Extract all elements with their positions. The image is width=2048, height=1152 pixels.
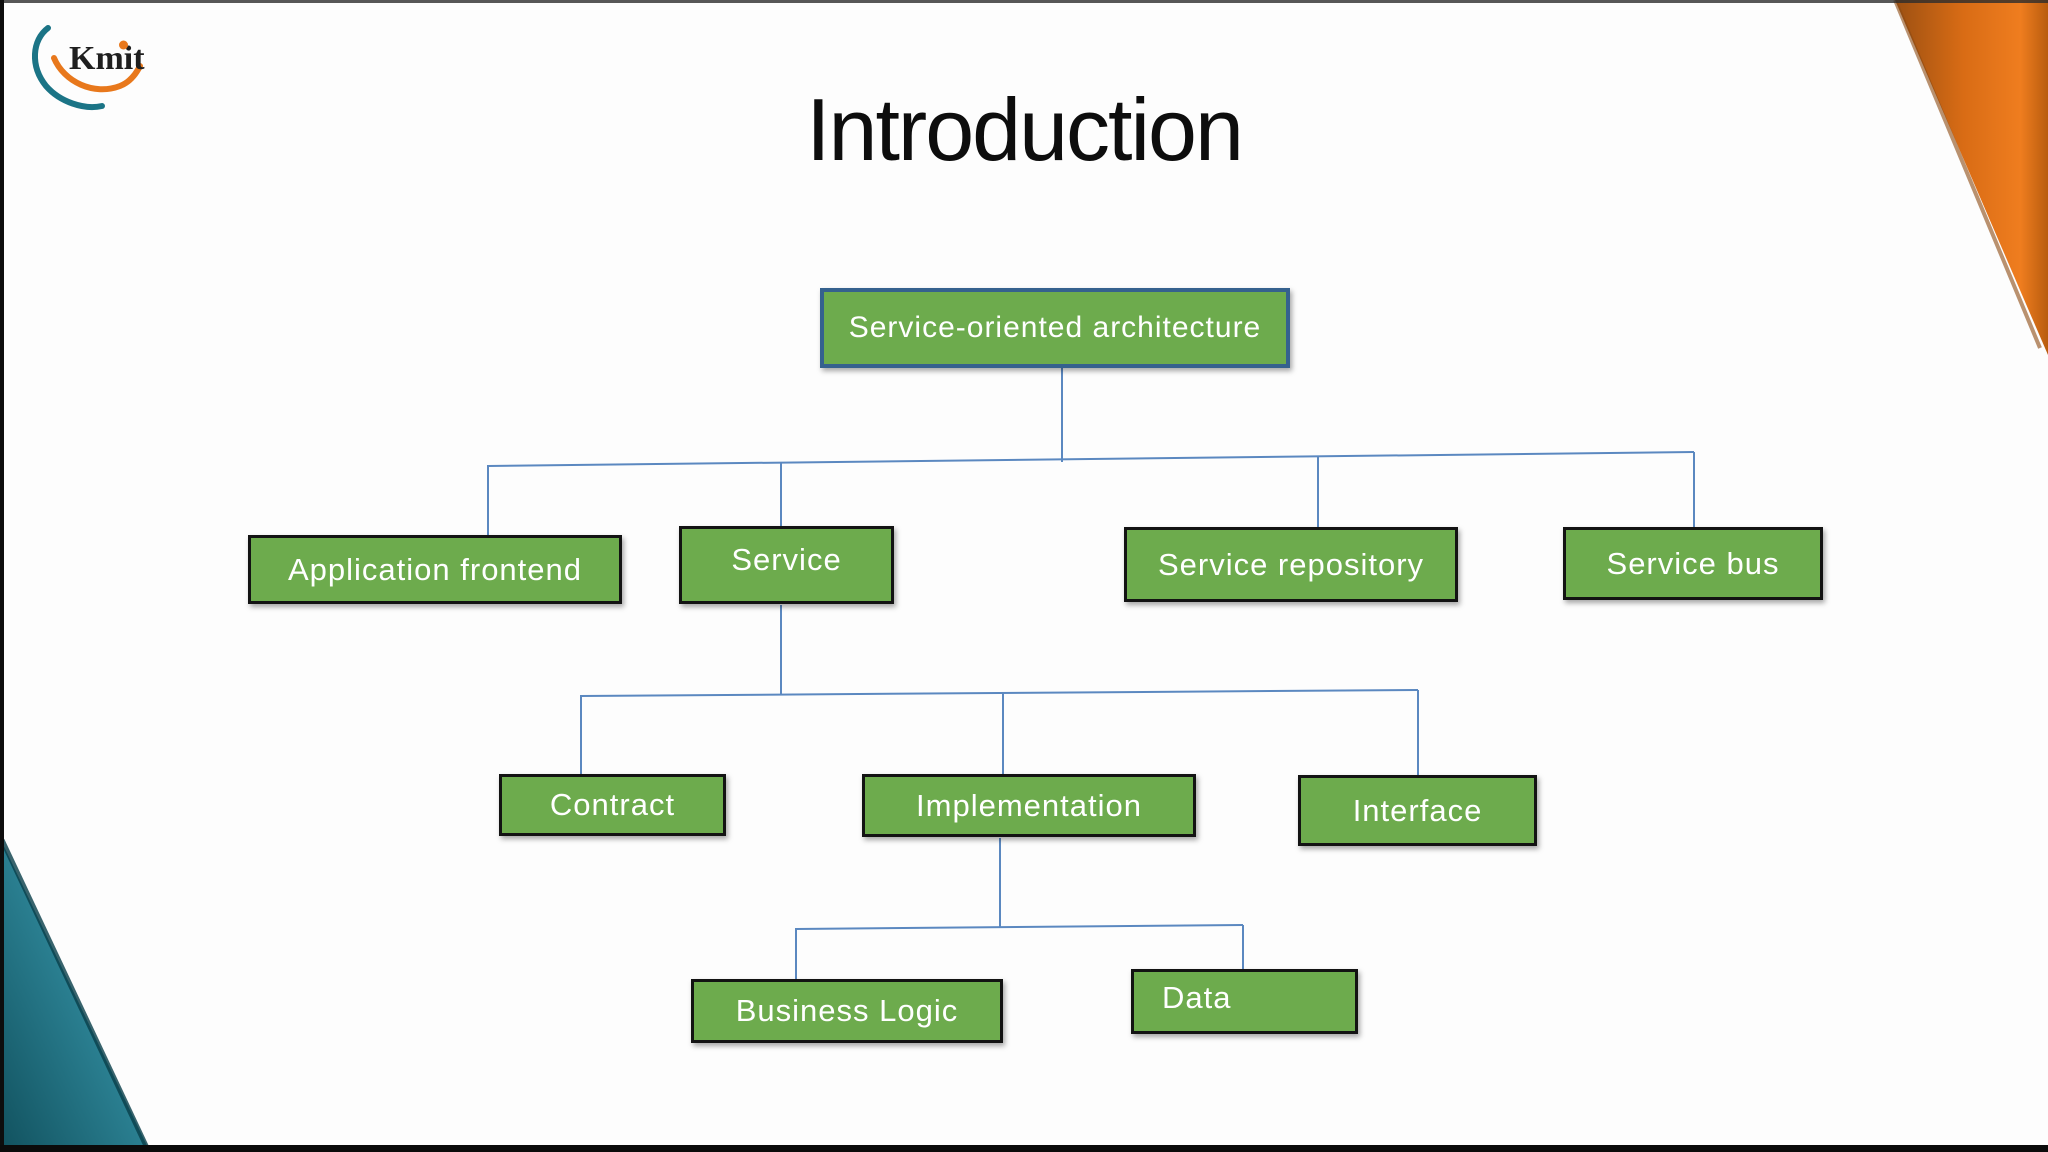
node-label: Service [731,542,842,577]
node-label: Application frontend [287,551,583,587]
node-interface: Interface [1298,775,1537,846]
node-label: Data [1162,980,1232,1015]
logo-text: Kmit [69,40,145,77]
bottom-edge-strip [0,1145,2048,1152]
node-label: Contract [549,787,676,822]
node-application-frontend: Application frontend [248,535,622,604]
node-label: Service-oriented architecture [848,311,1262,344]
node-label: Service bus [1606,545,1780,581]
node-label: Interface [1352,792,1483,828]
logo-orange-swoosh [51,55,143,93]
logo-i-dot [119,40,128,50]
node-label: Business Logic [735,993,959,1028]
top-edge-strip [0,0,2048,3]
node-label: Implementation [916,787,1142,823]
node-service-oriented-architecture: Service-oriented architecture [820,288,1290,368]
node-service-bus: Service bus [1563,527,1823,600]
left-edge-strip [0,0,4,1152]
page-title: Introduction [806,80,1244,179]
kmit-logo: Kmit [31,25,145,110]
logo-teal-swoosh [31,25,105,110]
node-service-repository: Service repository [1124,527,1458,602]
node-service: Service [679,526,894,604]
node-label: Service repository [1157,546,1425,582]
node-contract: Contract [499,774,726,836]
node-implementation: Implementation [862,774,1196,837]
node-business-logic: Business Logic [691,979,1003,1043]
node-data: Data [1131,969,1358,1034]
